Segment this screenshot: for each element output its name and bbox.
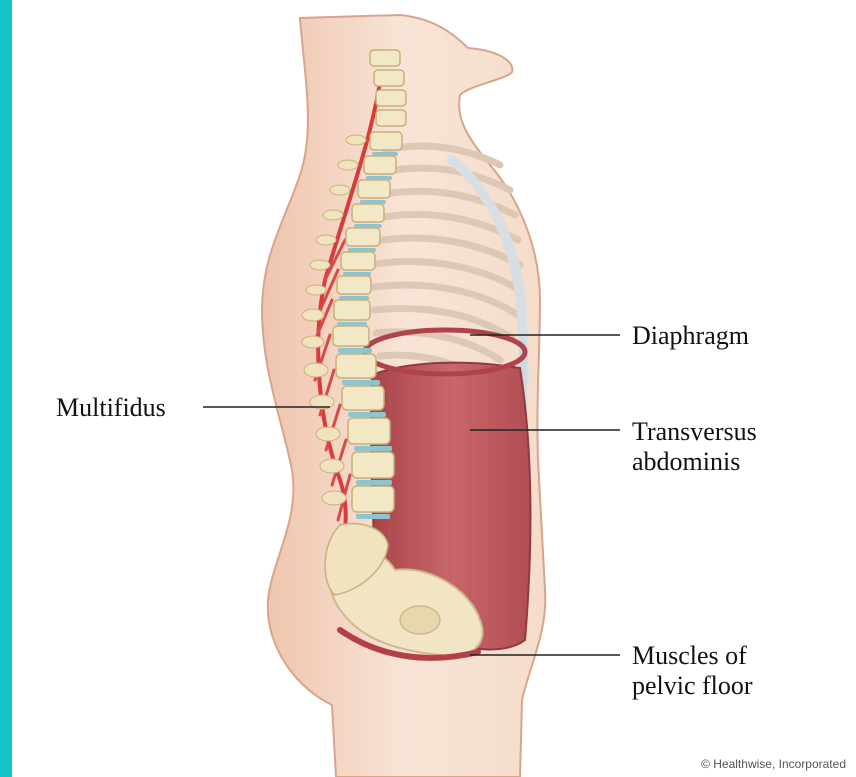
label-multifidus: Multifidus [56,393,166,423]
label-diaphragm: Diaphragm [632,321,749,351]
label-pelvic-line2: pelvic floor [632,671,753,701]
label-transversus-line2: abdominis [632,447,740,477]
copyright-credit: © Healthwise, Incorporated [701,757,846,771]
label-pelvic-line1: Muscles of [632,641,747,671]
label-transversus-line1: Transversus [632,417,757,447]
